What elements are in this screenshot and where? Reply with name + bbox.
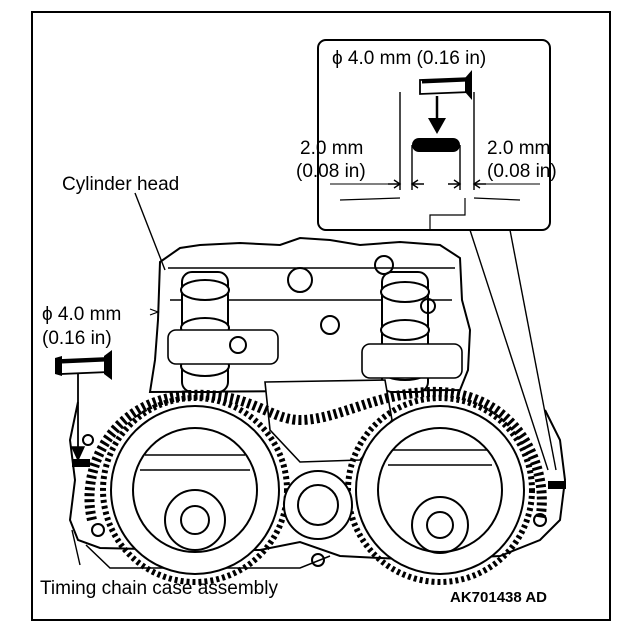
pin-diameter-label-line2: (0.16 in)	[42, 328, 112, 349]
left-gap-label-line1: 2.0 mm	[300, 138, 363, 159]
timing-chain-case-outline	[68, 401, 567, 562]
leader-callout-left	[469, 229, 549, 471]
sprocket-right	[345, 395, 535, 585]
cylinder-head-label: Cylinder head	[62, 174, 179, 195]
figure-code: AK701438 AD	[450, 589, 547, 606]
detail-callout	[317, 39, 551, 231]
leader-lines	[70, 192, 557, 566]
leader-callout-right	[509, 229, 557, 471]
pin-icon-left	[55, 350, 112, 380]
timing-chain-case-label: Timing chain case assembly	[40, 578, 278, 599]
timing-chain	[84, 386, 547, 522]
pin-marker-left	[72, 459, 90, 467]
pin-diameter-label-line1: ϕ 4.0 mm	[42, 304, 121, 325]
sprocket-left	[100, 395, 290, 585]
right-gap-label-line1: 2.0 mm	[487, 138, 550, 159]
figure-border	[31, 11, 611, 621]
left-gap-label-line2: (0.08 in)	[296, 161, 366, 182]
pin-icon	[419, 70, 472, 100]
right-gap-label-line2: (0.08 in)	[487, 161, 557, 182]
cylinder-head-outline	[148, 236, 472, 394]
engine-illustration	[68, 236, 567, 585]
leader-cylinder-head	[134, 192, 166, 271]
pin-slot	[412, 138, 460, 152]
callout-diameter-label: ϕ 4.0 mm (0.16 in)	[332, 48, 486, 69]
leader-timing-case	[71, 529, 81, 566]
pin-marker-right	[548, 481, 566, 489]
